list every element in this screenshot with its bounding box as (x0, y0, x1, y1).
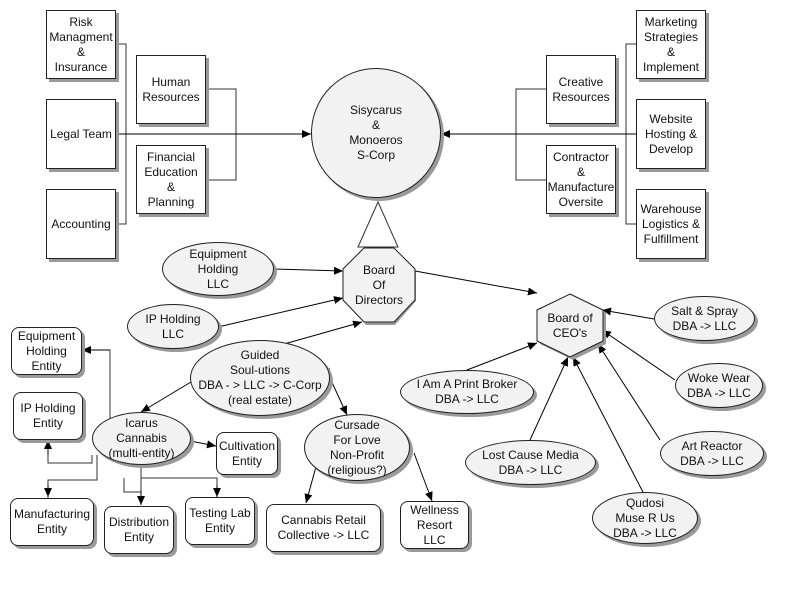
connector-cursade-retail (304, 462, 318, 504)
icarus-cannabis: Icarus Cannabis (multi-entity) (92, 412, 191, 465)
connector-art-ceos (597, 343, 661, 441)
warehouse-logistics-box: Warehouse Logistics & Fulfillment (636, 189, 706, 259)
distribution-entity: Distribution Entity (104, 506, 174, 554)
cursade-for-love: Cursade For Love Non-Profit (religious?) (304, 414, 410, 481)
financial-education-box: Financial Education & Planning (136, 145, 206, 214)
board-of-directors-label: Board Of Directors (354, 262, 403, 307)
testing-lab-entity: Testing Lab Entity (185, 497, 255, 545)
connector-corp-board (357, 200, 399, 248)
wellness-resort-llc: Wellness Resort LLC (400, 501, 469, 549)
sisycarus-monoeros-corp: Sisycarus & Monoeros S-Corp (311, 68, 441, 198)
legal-team-box: Legal Team (46, 99, 116, 169)
connector-woke-ceos (601, 329, 676, 381)
board-of-ceos-hexagon: Board of CEO's (536, 293, 606, 360)
qudosi-muse-dba: Qudosi Muse R Us DBA -> LLC (592, 492, 698, 544)
connector-qudosi-ceos (572, 356, 646, 497)
manufacturing-entity: Manufacturing Entity (10, 498, 94, 546)
connector-icarus-testing (141, 477, 218, 497)
connector-guided-cursade (322, 368, 348, 416)
ip-holding-entity: IP Holding Entity (13, 392, 83, 440)
print-broker-dba: I Am A Print Broker DBA -> LLC (400, 370, 534, 414)
guided-soul-utions: Guided Soul-utions DBA - > LLC -> C-Corp… (190, 340, 330, 416)
board-of-directors-octagon: Board Of Directors (342, 247, 416, 325)
marketing-strategies-box: Marketing Strategies & Implement (636, 10, 706, 79)
cannabis-retail-collective: Cannabis Retail Collective -> LLC (266, 504, 381, 552)
website-hosting-box: Website Hosting & Develop (636, 99, 706, 169)
salt-spray-dba: Salt & Spray DBA -> LLC (654, 296, 755, 341)
connector-salt-ceos (601, 307, 655, 320)
connector-directors-ceos (405, 265, 538, 296)
connector-icarus-equipment (85, 349, 111, 425)
cultivation-entity: Cultivation Entity (216, 432, 278, 475)
connector-print-ceos (466, 342, 538, 371)
accounting-box: Accounting (46, 189, 116, 259)
connector-lost-ceos (529, 356, 569, 441)
risk-management-box: Risk Managment & Insurance (46, 10, 116, 79)
human-resources-box: Human Resources (136, 55, 206, 124)
woke-wear-dba: Woke Wear DBA -> LLC (675, 363, 763, 408)
connector-guided-icarus (140, 373, 201, 413)
art-reactor-dba: Art Reactor DBA -> LLC (660, 431, 764, 476)
equipment-holding-llc: Equipment Holding LLC (162, 242, 274, 296)
connector-icarus-manufacturing (47, 455, 98, 498)
connector-cursade-wellness (413, 452, 433, 502)
connector-ip-board (217, 296, 344, 328)
lost-cause-media-dba: Lost Cause Media DBA -> LLC (465, 440, 596, 485)
board-of-ceos-label: Board of CEO's (547, 310, 593, 340)
equipment-holding-entity: Equipment Holding Entity (11, 327, 82, 375)
contractor-oversite-box: Contractor & Manufacture Oversite (546, 145, 616, 214)
ip-holding-llc: IP Holding LLC (127, 304, 219, 349)
creative-resources-box: Creative Resources (546, 55, 616, 124)
connector-equip-board (273, 266, 344, 275)
connector-icarus-distribution-b (123, 478, 141, 493)
connector-icarus-ip (47, 440, 93, 464)
